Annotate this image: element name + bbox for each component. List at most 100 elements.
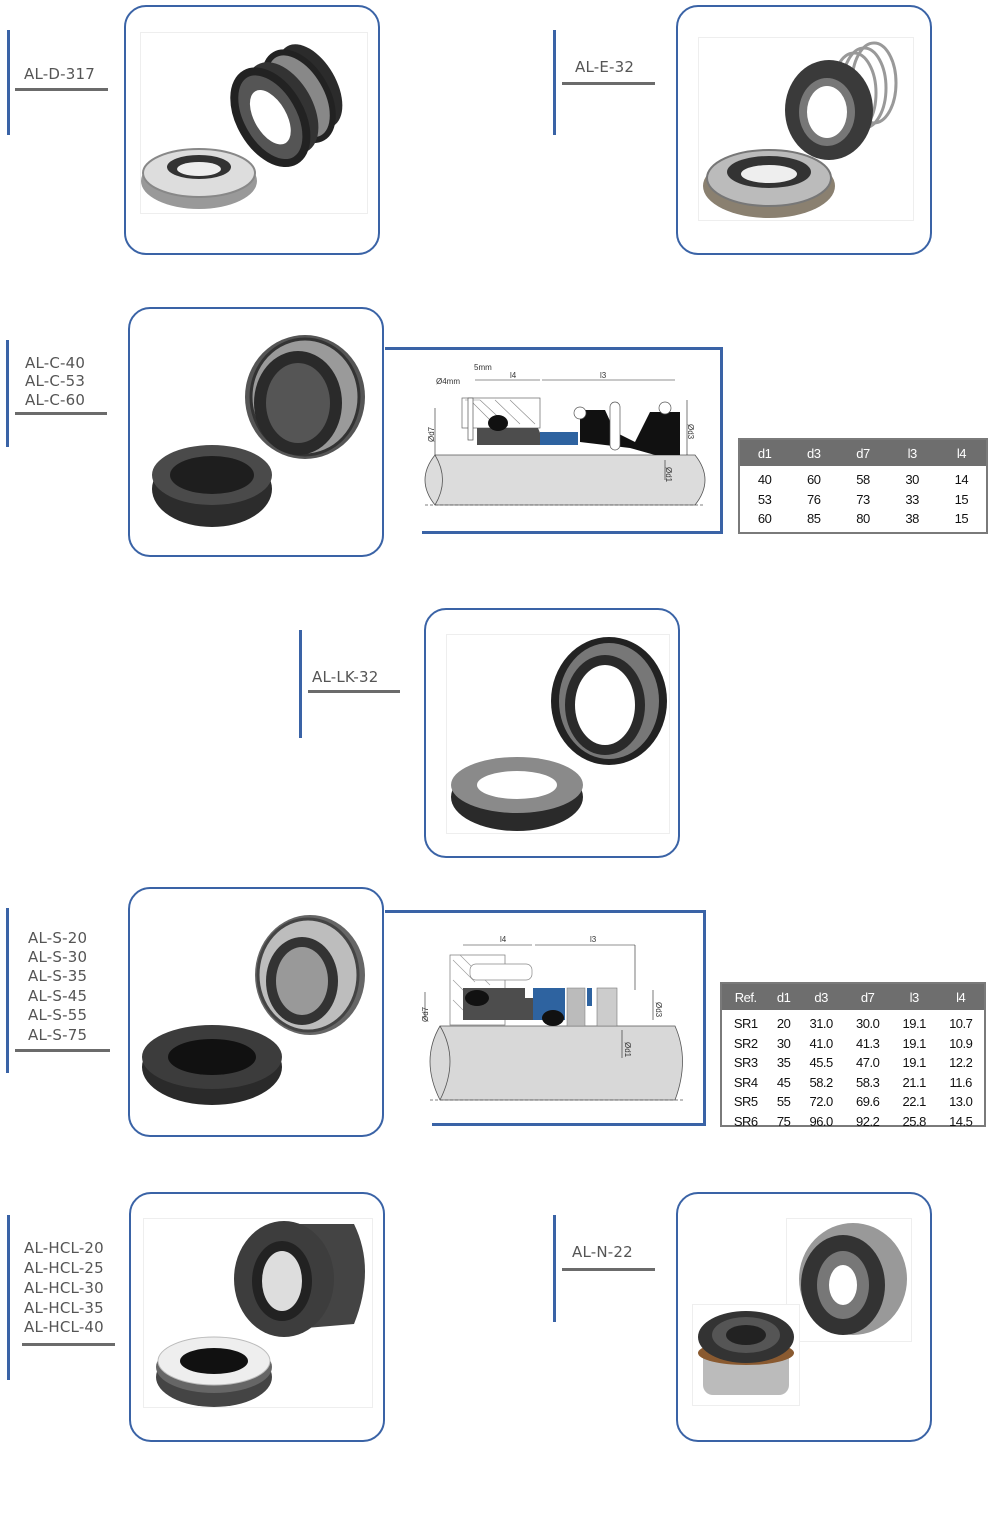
- dim-label-od1: Ød1: [623, 1042, 632, 1058]
- table-cell: 30: [776, 1035, 791, 1051]
- table-cell: 69.6: [856, 1094, 880, 1110]
- section-marker: [553, 30, 556, 135]
- table-cell: 13.0: [949, 1094, 973, 1110]
- dim-label-od1: Ød1: [664, 467, 673, 483]
- table-cell: 58: [856, 472, 870, 488]
- label-underline: [15, 88, 108, 91]
- table-cell: 15: [954, 491, 969, 507]
- column-header: d3: [797, 984, 845, 1010]
- section-marker: [6, 908, 9, 1073]
- product-label-al-hcl-30: AL-HCL-30: [24, 1279, 104, 1297]
- table-cell: 47.0: [856, 1055, 880, 1071]
- product-photo-al-c: [140, 329, 370, 534]
- column-header: d7: [838, 440, 888, 466]
- table-cell: SR1: [733, 1016, 758, 1032]
- table-cell: 55: [776, 1094, 791, 1110]
- dim-label-l3: l3: [600, 371, 607, 380]
- table-cell: 30.0: [856, 1016, 880, 1032]
- table-cell: 80: [856, 511, 870, 527]
- product-label-al-s-45: AL-S-45: [28, 987, 88, 1005]
- table-cell: 19.1: [902, 1055, 927, 1071]
- dim-label-o4mm: Ø4mm: [436, 377, 460, 386]
- column-header: l3: [890, 984, 938, 1010]
- diagram-frame-right: [720, 347, 723, 534]
- product-image-frame-al-c: [128, 307, 384, 557]
- label-underline: [22, 1343, 115, 1346]
- section-marker: [7, 30, 10, 135]
- product-label-al-e-32: AL-E-32: [575, 58, 635, 76]
- table-cell: 22.1: [902, 1094, 927, 1110]
- dim-label-l3: l3: [590, 935, 597, 944]
- table-cell: 11.6: [949, 1074, 973, 1090]
- dim-label-l4: l4: [500, 935, 507, 944]
- product-label-al-d-317: AL-D-317: [24, 65, 95, 83]
- dim-label-od3: Ød3: [654, 1002, 663, 1018]
- table-cell: 25.8: [902, 1113, 927, 1129]
- product-photo-al-hcl: [143, 1218, 373, 1408]
- product-photo-al-lk-32: [446, 634, 670, 834]
- product-label-al-s-35: AL-S-35: [28, 967, 88, 985]
- table-cell: 76: [807, 491, 821, 507]
- seal-image: [141, 44, 343, 209]
- product-label-al-c-40: AL-C-40: [25, 354, 86, 372]
- seal-image: [142, 915, 365, 1105]
- diagram-frame-right: [703, 910, 706, 1126]
- table-cell: 92.2: [856, 1113, 880, 1129]
- seal-image: [451, 637, 667, 831]
- table-cell: 53: [757, 491, 772, 507]
- column-header: d1: [740, 440, 790, 466]
- dim-label-od7: Ød7: [421, 1006, 430, 1022]
- product-label-al-s-55: AL-S-55: [28, 1006, 88, 1024]
- product-label-al-hcl-35: AL-HCL-35: [24, 1299, 104, 1317]
- cross-section-diagram-al-s: l4 l3 Ød7 Ød3 Ød1: [421, 935, 685, 1101]
- column-header: l3: [887, 440, 937, 466]
- table-cell: 14: [954, 472, 969, 488]
- diagram-frame-bottom: [432, 1123, 706, 1126]
- table-cell: 40: [757, 472, 772, 488]
- product-label-al-c-53: AL-C-53: [25, 372, 86, 390]
- table-cell: 38: [905, 511, 919, 527]
- table-cell: SR5: [733, 1094, 758, 1110]
- table-cell: SR2: [733, 1035, 758, 1051]
- seal-image: [799, 1223, 907, 1335]
- seal-image: [698, 1311, 794, 1395]
- label-underline: [15, 1049, 110, 1052]
- table-cell: 33: [905, 491, 919, 507]
- product-label-al-c-60: AL-C-60: [25, 391, 86, 409]
- table-cell: 21.1: [902, 1074, 927, 1090]
- table-cell: 60: [807, 472, 821, 488]
- diagram-frame-top: [385, 910, 706, 913]
- product-photo-al-e-32: [698, 37, 914, 221]
- table-cell: 75: [776, 1113, 791, 1129]
- table-cell: 58.3: [856, 1074, 880, 1090]
- label-underline: [308, 690, 400, 693]
- product-label-al-s-20: AL-S-20: [28, 929, 88, 947]
- table-cell: 15: [954, 511, 969, 527]
- product-label-al-lk-32: AL-LK-32: [312, 668, 379, 686]
- product-image-frame-al-s: [128, 887, 384, 1137]
- table-cell: 41.0: [809, 1035, 833, 1051]
- table-cell: SR3: [733, 1055, 758, 1071]
- table-cell: 10.9: [949, 1035, 973, 1051]
- dim-label-od7: Ød7: [427, 426, 436, 442]
- table-row: SR5 55 72.0 69.6 22.1 13.0: [722, 1092, 984, 1112]
- column-header: d7: [844, 984, 891, 1010]
- product-image-frame-al-n-22: [676, 1192, 932, 1442]
- table-cell: 72.0: [809, 1094, 833, 1110]
- section-marker: [7, 1215, 10, 1380]
- table-cell: 14.5: [949, 1113, 973, 1129]
- label-underline: [562, 82, 655, 85]
- product-label-al-hcl-40: AL-HCL-40: [24, 1318, 104, 1336]
- table-cell: 58.2: [809, 1074, 833, 1090]
- dim-label-5mm: 5mm: [474, 363, 492, 372]
- product-photo-al-d-317: [140, 32, 368, 214]
